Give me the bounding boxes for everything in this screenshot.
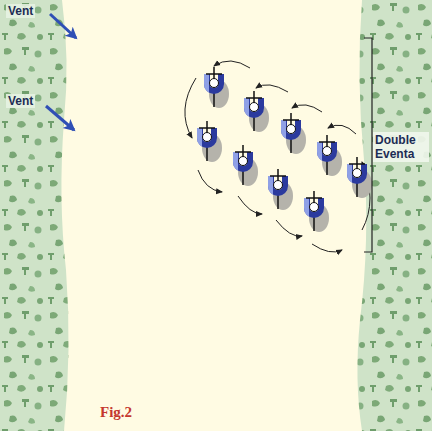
right-verge (357, 0, 432, 431)
formation-bracket (364, 38, 372, 252)
wind-label: Vent (6, 94, 35, 108)
figure-caption: Fig.2 (100, 404, 132, 421)
cyclist-group (197, 67, 372, 232)
wind-label: Vent (6, 4, 35, 18)
left-verge (0, 0, 69, 431)
wind-arrow (46, 106, 74, 130)
rotation-arrows (185, 61, 370, 252)
formation-label: Double Eventa (373, 132, 429, 162)
wind-arrow (50, 14, 76, 38)
